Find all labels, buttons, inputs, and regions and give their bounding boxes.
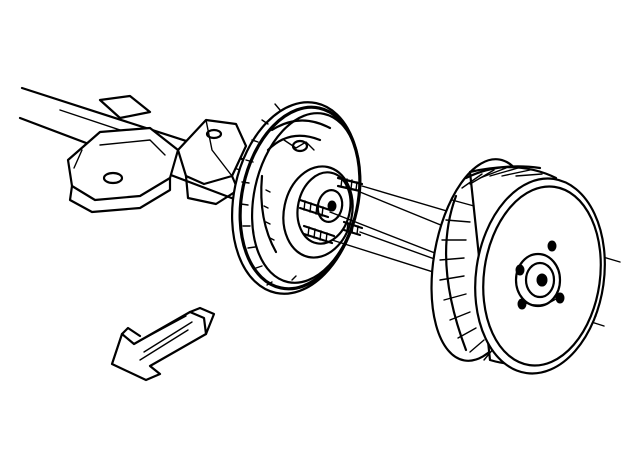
wheel-studs: [298, 176, 364, 245]
front-direction-arrow: [110, 306, 216, 382]
backing-plate: [230, 101, 362, 295]
brake-drum: [430, 158, 606, 375]
wheel-stud: [302, 224, 336, 245]
wheel-stud: [298, 198, 332, 219]
wheel-stud: [342, 220, 364, 237]
wheel-stud: [336, 176, 364, 193]
axle-housing: [18, 86, 272, 214]
